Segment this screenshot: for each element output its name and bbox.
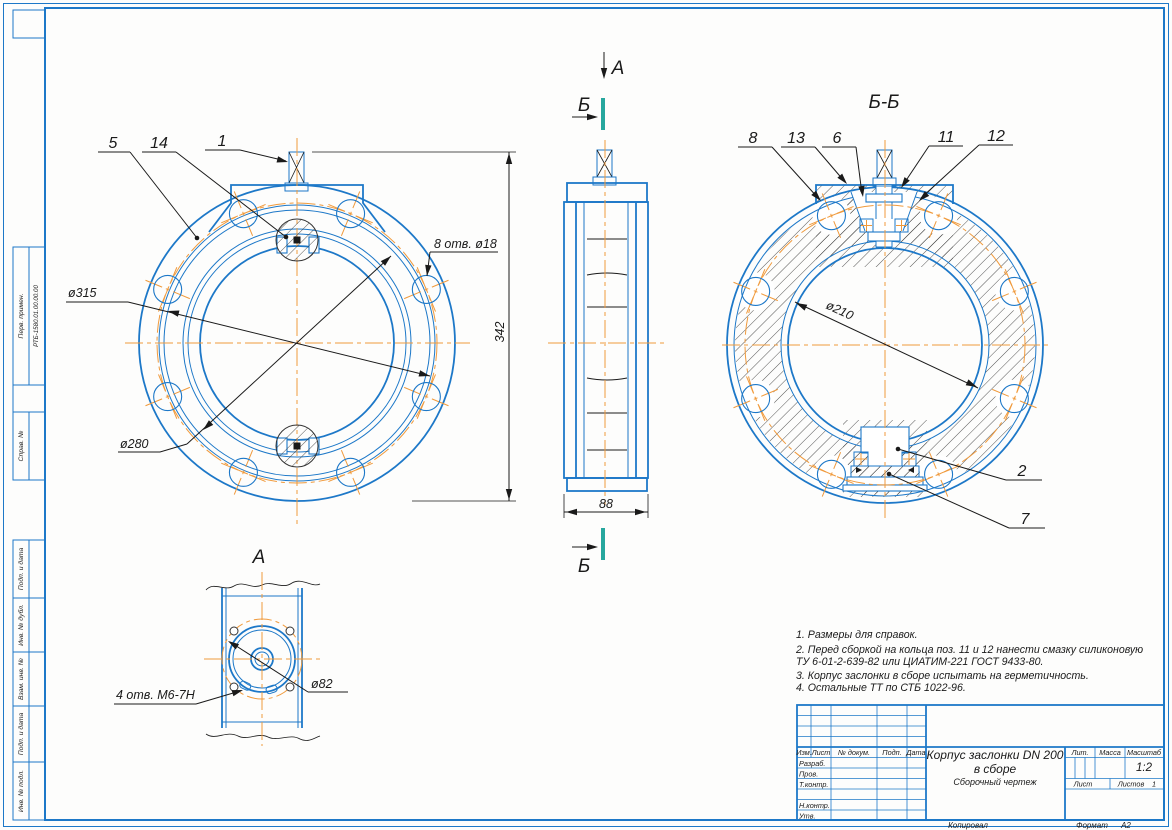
tb-row-nkontr: Н.контр. [799, 801, 830, 810]
margin-label-perv-primen: Перв. примен. [18, 293, 25, 338]
section-title: Б-Б [868, 92, 899, 113]
view-a-title: А [252, 547, 266, 568]
tb-doc-type: Сборочный чертеж [953, 777, 1037, 787]
tb-sheet-label: Лист [1073, 780, 1093, 789]
tb-lit-label: Лит. [1070, 748, 1088, 757]
tb-col-sign: Подп. [882, 748, 901, 757]
view-a-arrow: А [600, 52, 625, 79]
svg-text:Б: Б [578, 556, 590, 577]
dim-text-342: 342 [493, 322, 507, 343]
balloon-2: 2 [895, 446, 1042, 481]
note-line-3: ТУ 6-01-2-639-82 или ЦИАТИМ-221 ГОСТ 943… [796, 656, 1043, 668]
dim-front-height: 342 [312, 151, 516, 502]
footer-copied: Копировал [948, 821, 988, 830]
svg-text:4 отв. М6-7Н: 4 отв. М6-7Н [116, 688, 196, 702]
tb-col-list: Лист [811, 748, 831, 757]
tb-col-date: Дата [905, 748, 925, 757]
section-bolt-holes [741, 201, 1029, 489]
section-cut-top: Б [572, 95, 605, 130]
svg-text:ø82: ø82 [311, 677, 333, 691]
section-ring-hatch [735, 195, 1035, 495]
dim-front-holes: 8 отв. ø18 [425, 237, 498, 277]
tb-mass-label: Масса [1099, 748, 1121, 757]
balloon-13: 13 [781, 130, 847, 184]
svg-text:12: 12 [987, 128, 1005, 145]
balloon-14: 14 [142, 135, 289, 240]
technical-notes: 1. Размеры для справок. 2. Перед сборкой… [795, 629, 1143, 694]
title-block: Изм. Лист № докум. Подп. Дата Разраб. Пр… [796, 704, 1165, 830]
side-view: 88 А Б Б [548, 52, 666, 577]
dim-front-bolt-circle: ø315 [66, 286, 431, 377]
svg-text:13: 13 [787, 130, 805, 147]
svg-text:2: 2 [1017, 463, 1027, 480]
front-view: ø315 ø280 8 отв. ø18 342 [66, 133, 516, 525]
note-line-1: 1. Размеры для справок. [796, 629, 918, 641]
footer-format-label: Формат [1076, 821, 1108, 830]
front-top-boss [275, 218, 320, 262]
tb-row-razrab: Разраб. [799, 759, 825, 768]
note-line-4: 3. Корпус заслонки в сборе испытать на г… [796, 670, 1089, 682]
svg-text:88: 88 [599, 497, 613, 511]
front-bottom-boss [275, 424, 320, 468]
svg-text:7: 7 [1021, 511, 1031, 528]
note-line-2: 2. Перед сборкой на кольца поз. 11 и 12 … [795, 644, 1143, 656]
tb-scale-label: Масштаб [1127, 748, 1162, 757]
svg-text:Б: Б [578, 95, 590, 116]
dim-text-280: ø280 [120, 437, 149, 451]
tb-sheets-value: 1 [1152, 780, 1156, 789]
dim-section-bore: ø210 [794, 298, 979, 389]
balloon-6: 6 [822, 130, 865, 197]
dim-text-8-holes: 8 отв. ø18 [434, 237, 497, 251]
section-hole-centerlines [733, 193, 1037, 497]
section-view: Б-Б [722, 92, 1050, 529]
dim-text-315: ø315 [68, 286, 97, 300]
margin-label-sprav: Справ. № [18, 431, 25, 462]
tb-scale-value: 1:2 [1136, 762, 1153, 774]
svg-text:5: 5 [109, 135, 118, 152]
svg-text:8: 8 [749, 130, 758, 147]
tb-sheets-label: Листов [1117, 780, 1145, 789]
svg-text:1: 1 [218, 133, 227, 150]
front-bolt-holes [153, 199, 441, 487]
note-line-5: 4. Остальные ТТ по СТБ 1022-96. [796, 682, 966, 694]
dim-view-a-thread-holes: 4 отв. М6-7Н [114, 688, 243, 705]
margin-columns: Перв. примен. РТБ-1580.01.00.00.00 Справ… [12, 9, 46, 821]
balloon-1: 1 [205, 133, 288, 163]
svg-text:6: 6 [833, 130, 842, 147]
view-a: А 4 отв. М6-7Н ø82 [114, 547, 348, 746]
tb-row-utv: Утв. [798, 812, 816, 821]
tb-title-line2: в сборе [974, 762, 1017, 776]
tb-row-tkontr: Т.контр. [799, 780, 828, 789]
dim-front-hub: ø280 [118, 255, 392, 453]
balloon-5: 5 [98, 135, 200, 241]
margin-label-podp-data-1: Подп. и дата [17, 548, 25, 591]
balloon-11: 11 [901, 129, 963, 188]
svg-text:11: 11 [938, 129, 955, 146]
margin-label-vzam-inv: Взам. инв. № [18, 658, 25, 700]
section-cut-bottom: Б [572, 528, 605, 577]
margin-label-inv-dubl: Инв. № дубл. [17, 604, 25, 646]
footer-format-value: А2 [1120, 821, 1131, 830]
section-stem-assembly [850, 149, 918, 248]
tb-col-izm: Изм. [796, 748, 812, 757]
balloon-12: 12 [919, 128, 1013, 201]
margin-value-doc-number: РТБ-1580.01.00.00.00 [33, 285, 40, 347]
balloon-7: 7 [886, 471, 1045, 529]
dim-view-a-circle: ø82 [228, 641, 348, 693]
balloon-8: 8 [738, 130, 821, 201]
tb-row-prov: Пров. [799, 770, 818, 779]
margin-label-podp-data-2: Подп. и дата [17, 713, 25, 756]
svg-text:14: 14 [150, 135, 168, 152]
side-disc-edges [586, 238, 628, 451]
dim-side-width: 88 [563, 494, 649, 518]
dim-text-210: ø210 [824, 298, 856, 323]
svg-text:А: А [611, 58, 625, 79]
margin-label-inv-podl: Инв. № подл. [17, 770, 25, 812]
tb-title-line1: Корпус заслонки DN 200 [927, 748, 1064, 762]
tb-col-doc: № докум. [838, 748, 870, 757]
